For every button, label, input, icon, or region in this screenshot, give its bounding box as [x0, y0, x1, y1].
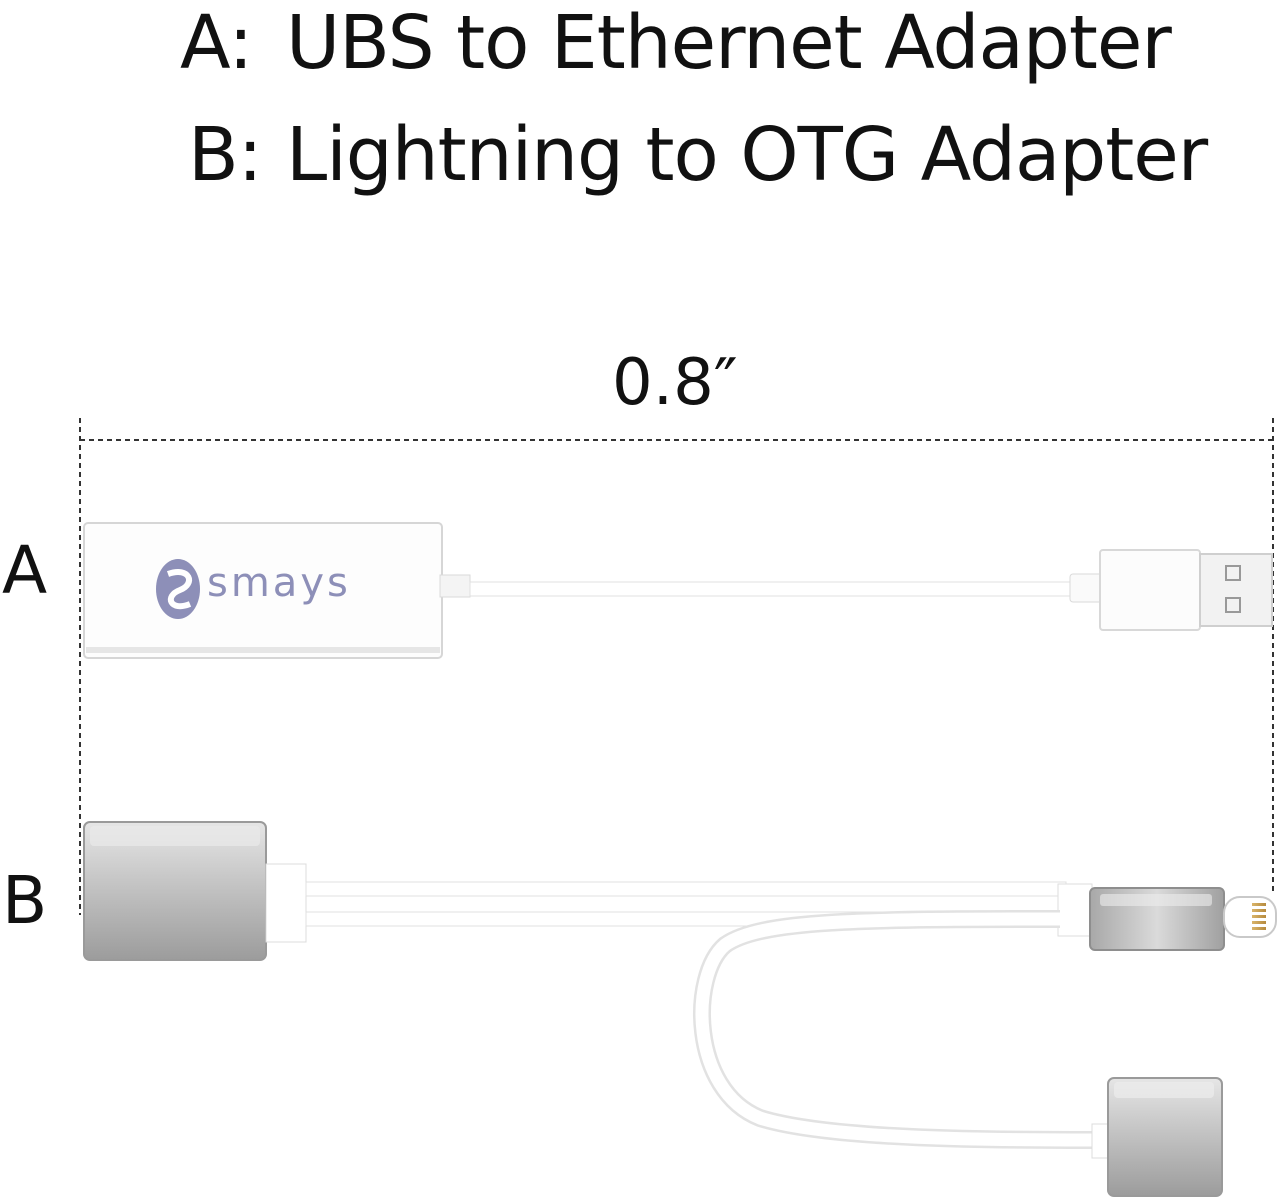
caption-a-key: A: [180, 0, 253, 86]
caption-a-text: UBS to Ethernet Adapter [286, 0, 1172, 86]
ethernet-adapter [83, 522, 1273, 659]
label-b: B [2, 862, 48, 939]
brand-logo-text: smays [207, 560, 351, 606]
label-a: A [2, 532, 48, 609]
caption-b-key: B: [188, 112, 263, 198]
caption-b-text: Lightning to OTG Adapter [286, 112, 1208, 198]
dimension-lines [79, 418, 1274, 915]
lightning-otg-adapter [83, 821, 1277, 1197]
dimension-label: 0.8″ [612, 346, 738, 420]
caption-a: A: UBS to Ethernet Adapter [0, 6, 1280, 86]
caption-b: B: Lightning to OTG Adapter [0, 118, 1280, 198]
